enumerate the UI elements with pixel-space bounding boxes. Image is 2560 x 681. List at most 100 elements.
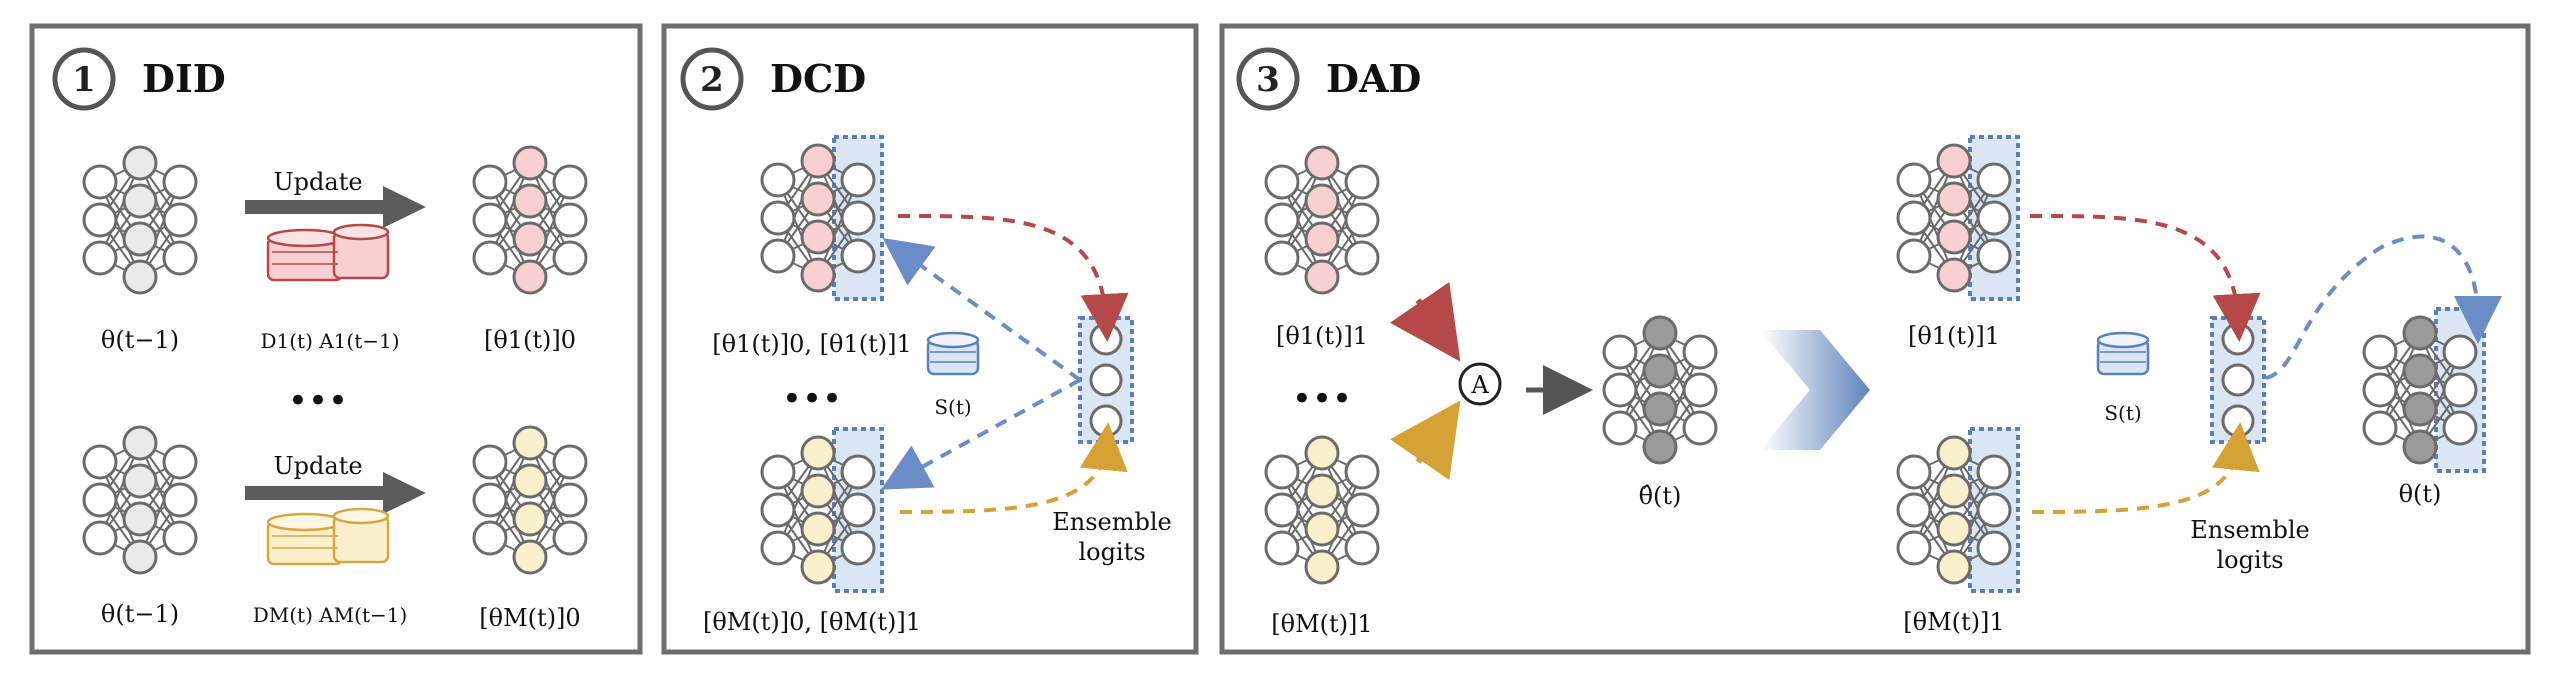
dad-distill-bottom-label: [θM(t)]1 [1903, 608, 2004, 636]
dad-ellipsis: ••• [1292, 379, 1352, 419]
client-data-bottom-label: DM(t) AM(t−1) [253, 603, 408, 627]
step-3-badge [1236, 47, 1300, 111]
network-node [760, 200, 796, 236]
network-node [1976, 238, 2012, 274]
network-node [82, 164, 118, 200]
network-node [1682, 410, 1718, 446]
network-node [122, 463, 158, 499]
dcd-red-arrow [897, 213, 1129, 342]
network-node [760, 530, 796, 566]
dcd-model-top-label: [θ1(t)]0, [θ1(t)]1 [712, 330, 911, 358]
network-node [552, 202, 588, 238]
network-node [2402, 353, 2438, 389]
network-node [512, 259, 548, 295]
network-node [122, 259, 158, 295]
dcd-yellow-arrow [899, 422, 1128, 514]
update-label-bottom: Update [273, 452, 362, 480]
network-node [1896, 238, 1932, 274]
dad-ensemble-label-1: Ensemble [2190, 516, 2310, 544]
network-node [1602, 334, 1638, 370]
dad-logit-node [2221, 363, 2255, 397]
network-node [800, 219, 836, 255]
dad-client-model-red [1264, 145, 1380, 295]
networks-layer [82, 135, 2486, 593]
network-node [162, 240, 198, 276]
network-node [1304, 221, 1340, 257]
client-data-yellow-icon [266, 507, 390, 566]
network-node [512, 183, 548, 219]
network-node [840, 162, 876, 198]
network-node [122, 501, 158, 537]
did-ellipsis: ••• [288, 381, 348, 421]
dcd-model-bottom-label: [θM(t)]0, [θM(t)]1 [703, 608, 921, 636]
did-output-top-label: [θ1(t)]0 [484, 326, 576, 354]
network-node [2402, 391, 2438, 427]
network-node [1602, 372, 1638, 408]
network-node [2402, 315, 2438, 351]
network-node [552, 482, 588, 518]
client-data-red-icon [266, 223, 390, 282]
network-node [1682, 372, 1718, 408]
update-arrow-bottom [245, 486, 385, 500]
network-node [82, 444, 118, 480]
dad-distill-model-red [1896, 135, 2020, 301]
dad-distill-top-label: [θ1(t)]1 [1908, 322, 2000, 350]
network-node [1344, 454, 1380, 490]
network-node [1976, 492, 2012, 528]
did-client-model-yellow [472, 425, 588, 575]
dad-logit-node [2221, 404, 2255, 438]
network-node [1264, 454, 1300, 490]
dad-final-model [2362, 307, 2486, 473]
network-node [840, 492, 876, 528]
network-node [1936, 511, 1972, 547]
network-node [2362, 410, 2398, 446]
network-node [122, 425, 158, 461]
network-node [472, 164, 508, 200]
network-node [1896, 492, 1932, 528]
network-node [512, 539, 548, 575]
aggregated-model-label: θ̂(t) [1639, 482, 1682, 510]
network-node [472, 482, 508, 518]
network-node [1936, 257, 1972, 293]
network-node [1976, 200, 2012, 236]
dcd-blue-arrow-bottom [880, 378, 1081, 490]
network-node [1602, 410, 1638, 446]
theta-prev-top-label: θ(t−1) [101, 326, 179, 354]
network-node [2402, 429, 2438, 465]
final-model-label: θ(t) [2399, 480, 2442, 508]
network-node [122, 183, 158, 219]
network-node [1642, 391, 1678, 427]
network-node [1304, 435, 1340, 471]
network-node [760, 492, 796, 528]
did-prev-model-bottom [82, 425, 198, 575]
network-node [1344, 492, 1380, 528]
network-node [552, 520, 588, 556]
network-node [1264, 240, 1300, 276]
network-node [552, 444, 588, 480]
update-arrowhead-bottom [383, 472, 426, 514]
network-node [840, 530, 876, 566]
update-label-top: Update [273, 168, 362, 196]
network-node [800, 257, 836, 293]
panel-3-title: DAD [1326, 56, 1421, 101]
dad-server-data-icon [2096, 331, 2150, 376]
network-node [512, 145, 548, 181]
network-node [760, 238, 796, 274]
network-node [1896, 200, 1932, 236]
dad-ensemble-label-2: logits [2216, 546, 2283, 574]
network-node [552, 240, 588, 276]
dad-server-data-label: S(t) [2104, 401, 2141, 425]
network-node [1642, 429, 1678, 465]
network-node [1976, 530, 2012, 566]
step-2-badge [680, 47, 744, 111]
network-node [1344, 164, 1380, 200]
network-node [1936, 181, 1972, 217]
network-node [2362, 372, 2398, 408]
update-arrowhead-top [383, 186, 426, 228]
update-arrow-top [245, 200, 385, 214]
dad-logit-node [2221, 322, 2255, 356]
dad-yellow-arrow [1389, 400, 1461, 481]
network-node [472, 202, 508, 238]
network-node [800, 143, 836, 179]
